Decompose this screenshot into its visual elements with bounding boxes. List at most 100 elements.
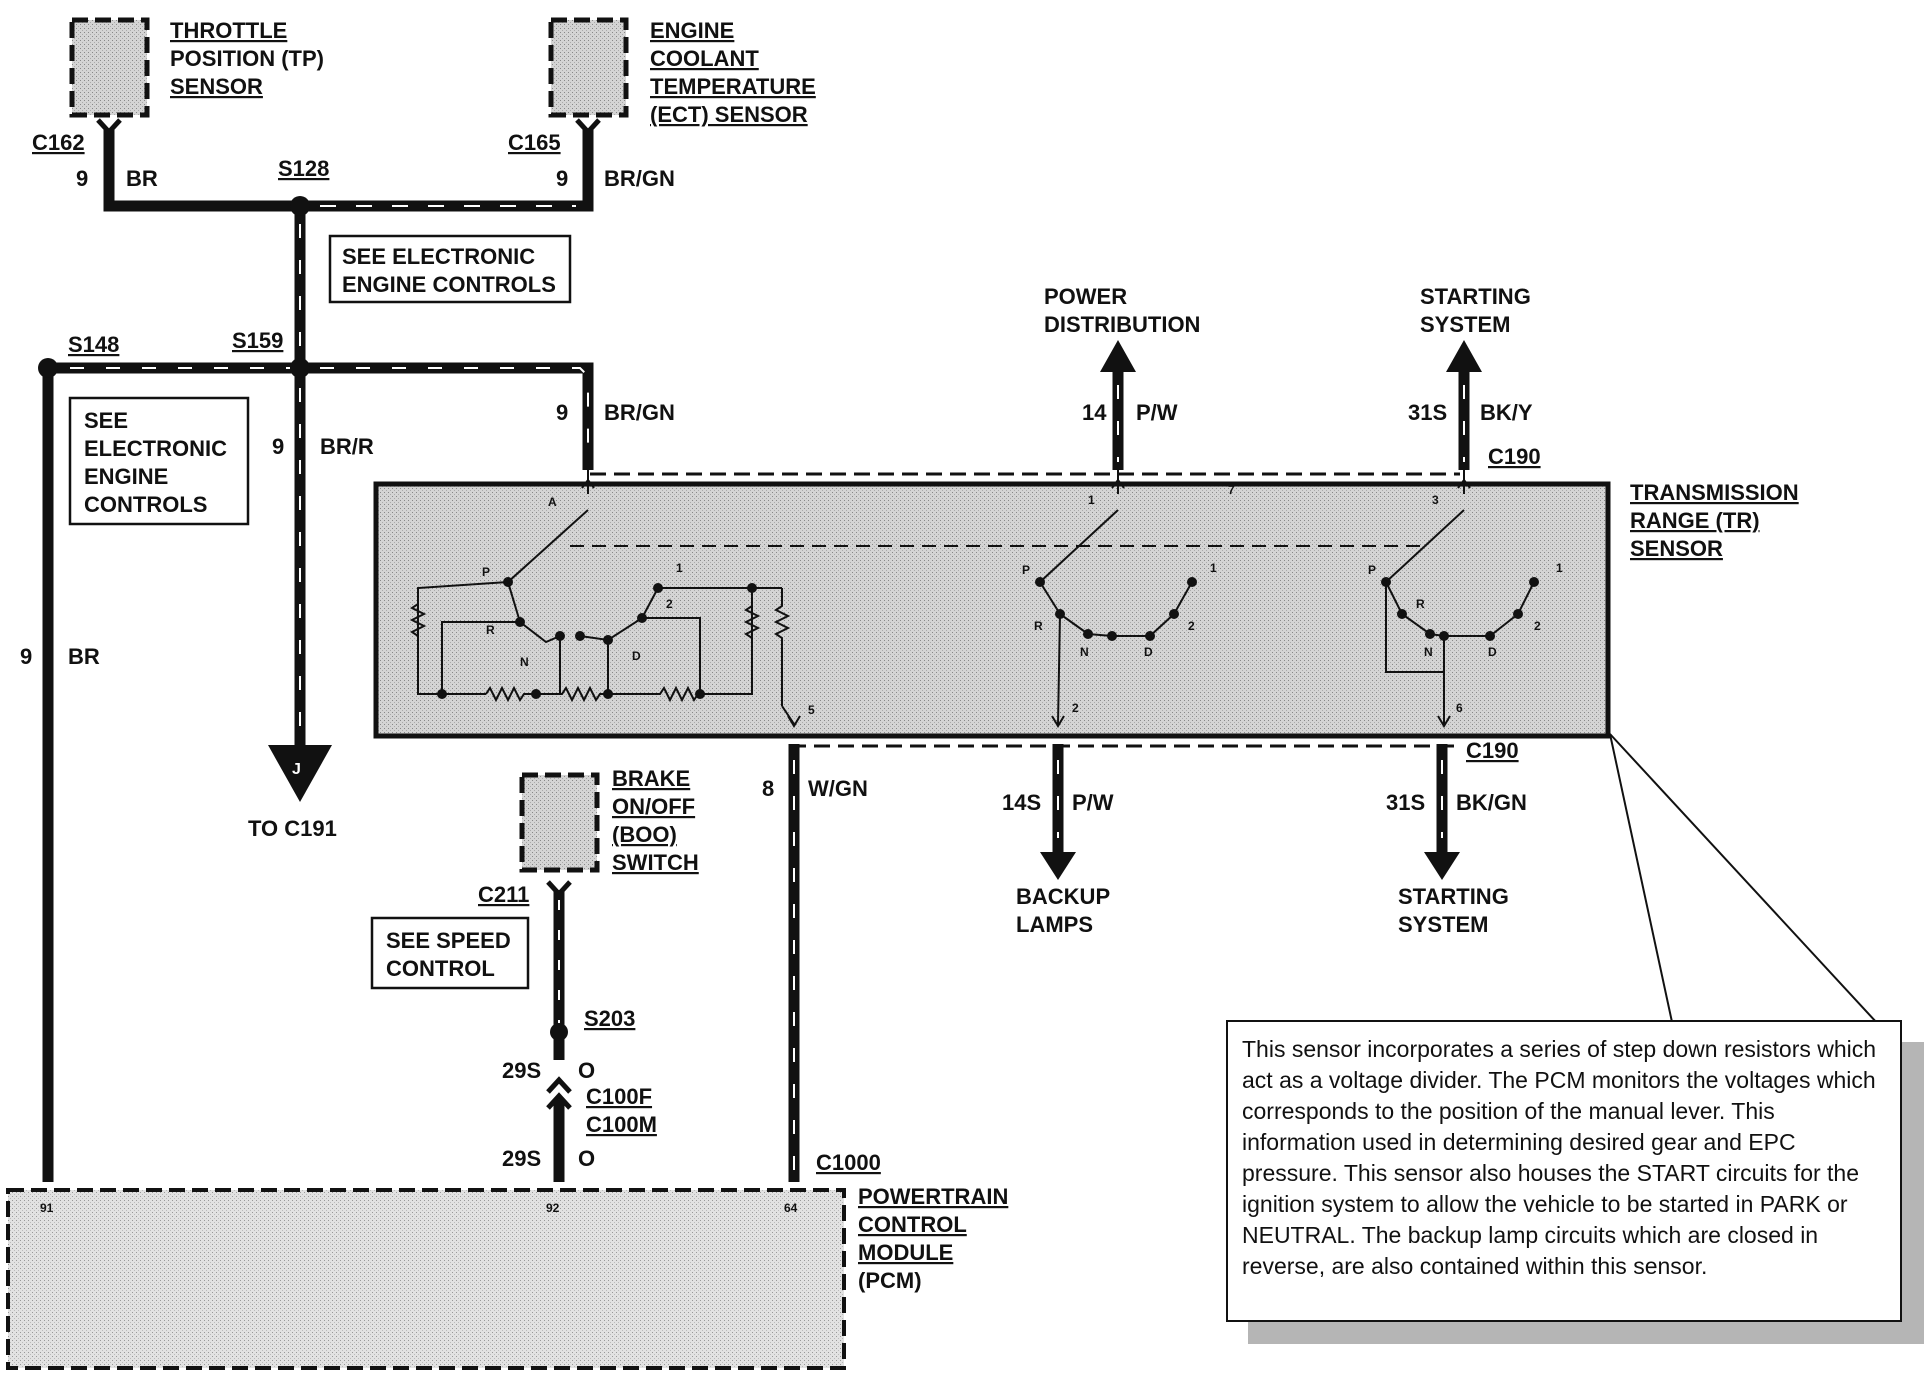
tr-contact-dots — [437, 577, 1539, 699]
splice-s159 — [290, 358, 310, 378]
tr-a-color: BR/GN — [604, 400, 675, 425]
s159-down-circuit: 9 — [272, 434, 284, 459]
splices — [38, 196, 568, 1041]
splice-s148 — [38, 358, 58, 378]
tr-label-3: SENSOR — [1630, 536, 1723, 561]
pos-p-3: P — [1368, 563, 1376, 577]
see-eec-2-line3: ENGINE — [84, 464, 168, 489]
ect-sensor-box — [548, 17, 629, 118]
tr-a-circuit: 9 — [556, 400, 568, 425]
power-dist-line1: POWER — [1044, 284, 1127, 309]
connector-c100f: C100F — [586, 1084, 652, 1109]
arrow-starting-system-top — [1446, 340, 1482, 372]
tp-circuit: 9 — [76, 166, 88, 191]
arrow-to-c191 — [268, 745, 332, 802]
pos-r-3: R — [1416, 597, 1425, 611]
see-speed-line1: SEE SPEED — [386, 928, 511, 953]
pos-d-3: D — [1488, 645, 1497, 659]
tr-pin-2: 2 — [1072, 701, 1079, 715]
tr-pin-6: 6 — [1456, 701, 1463, 715]
ect-label-4: (ECT) SENSOR — [650, 102, 808, 127]
tr-6-color: BK/GN — [1456, 790, 1527, 815]
see-speed-control-box — [370, 916, 530, 990]
power-dist-line2: DISTRIBUTION — [1044, 312, 1200, 337]
tr-label-1: TRANSMISSION — [1630, 480, 1799, 505]
pos-d-1: D — [632, 649, 641, 663]
arrow-backup-lamps — [1040, 852, 1076, 880]
tr-5-color: W/GN — [808, 776, 868, 801]
pos-2-2: 2 — [1188, 619, 1195, 633]
tr-6-circuit: 31S — [1386, 790, 1425, 815]
arrow-power-distribution — [1100, 340, 1136, 372]
connector-c190-bottom: C190 — [1466, 738, 1519, 763]
splice-s128-label: S128 — [278, 156, 329, 181]
starting-top-line1: STARTING — [1420, 284, 1531, 309]
tr-2-color: P/W — [1072, 790, 1114, 815]
boo-label-4: SWITCH — [612, 850, 699, 875]
pcm-label-2: CONTROL — [858, 1212, 967, 1237]
pos-n-1: N — [520, 655, 529, 669]
connector-c1000: C1000 — [816, 1150, 881, 1175]
tr-sensor-note: This sensor incorporates a series of ste… — [1226, 1020, 1902, 1322]
starting-bottom-line2: SYSTEM — [1398, 912, 1488, 937]
pos-p-2: P — [1022, 563, 1030, 577]
see-eec-2-line1: SEE — [84, 408, 128, 433]
tr-1-color: P/W — [1136, 400, 1178, 425]
pos-1-2: 1 — [1210, 561, 1217, 575]
pos-1-3: 1 — [1556, 561, 1563, 575]
tr-5-circuit: 8 — [762, 776, 774, 801]
connector-c162: C162 — [32, 130, 85, 155]
arrow-heads — [268, 340, 1482, 880]
see-eec-2-line2: ELECTRONIC — [84, 436, 227, 461]
ect-color: BR/GN — [604, 166, 675, 191]
tp-label-2: POSITION (TP) — [170, 46, 324, 71]
boo-circuit-upper: 29S — [502, 1058, 541, 1083]
see-eec-2-line4: CONTROLS — [84, 492, 207, 517]
pcm-label-4: (PCM) — [858, 1268, 922, 1293]
pos-n-3: N — [1424, 645, 1433, 659]
boo-label-2: ON/OFF — [612, 794, 695, 819]
boo-label-3: (BOO) — [612, 822, 677, 847]
pcm-box — [6, 1188, 846, 1370]
pcm-label-3: MODULE — [858, 1240, 953, 1265]
pcm-pin-91: 91 — [40, 1201, 54, 1215]
pcm-label-1: POWERTRAIN — [858, 1184, 1008, 1209]
tp-label-3: SENSOR — [170, 74, 263, 99]
splice-s203 — [550, 1023, 568, 1041]
tp-sensor-box — [69, 17, 150, 118]
connector-c165: C165 — [508, 130, 561, 155]
see-eec-box-2 — [68, 396, 250, 526]
see-eec-1-line2: ENGINE CONTROLS — [342, 272, 556, 297]
tr-3-circuit: 31S — [1408, 400, 1447, 425]
see-eec-1-line1: SEE ELECTRONIC — [342, 244, 535, 269]
ect-label-2: COOLANT — [650, 46, 759, 71]
note-leader — [1609, 733, 1903, 1051]
boo-switch-box — [519, 772, 600, 873]
pos-1-1: 1 — [676, 561, 683, 575]
s148-down-color: BR — [68, 644, 100, 669]
connector-c190-top: C190 — [1488, 444, 1541, 469]
connector-c100m: C100M — [586, 1112, 657, 1137]
s159-down-color: BR/R — [320, 434, 374, 459]
tr-pin-3: 3 — [1432, 493, 1439, 507]
splice-s148-label: S148 — [68, 332, 119, 357]
backup-lamps-line1: BACKUP — [1016, 884, 1110, 909]
connector-forks — [96, 118, 601, 1110]
pcm-pin-92: 92 — [546, 1201, 560, 1215]
jump-j: J — [292, 761, 301, 778]
pcm-pin-64: 64 — [784, 1201, 798, 1215]
tp-color: BR — [126, 166, 158, 191]
pos-r-1: R — [486, 623, 495, 637]
see-speed-line2: CONTROL — [386, 956, 495, 981]
tr-label-2: RANGE (TR) — [1630, 508, 1760, 533]
tr-pin-7: 7 — [1228, 483, 1235, 497]
arrow-starting-system-bottom — [1424, 852, 1460, 880]
starting-top-line2: SYSTEM — [1420, 312, 1510, 337]
wire-tp — [103, 130, 300, 212]
pos-r-2: R — [1034, 619, 1043, 633]
boo-color-upper: O — [578, 1058, 595, 1083]
ect-label-3: TEMPERATURE — [650, 74, 816, 99]
pos-d-2: D — [1144, 645, 1153, 659]
tr-pin-a: A — [548, 495, 557, 509]
